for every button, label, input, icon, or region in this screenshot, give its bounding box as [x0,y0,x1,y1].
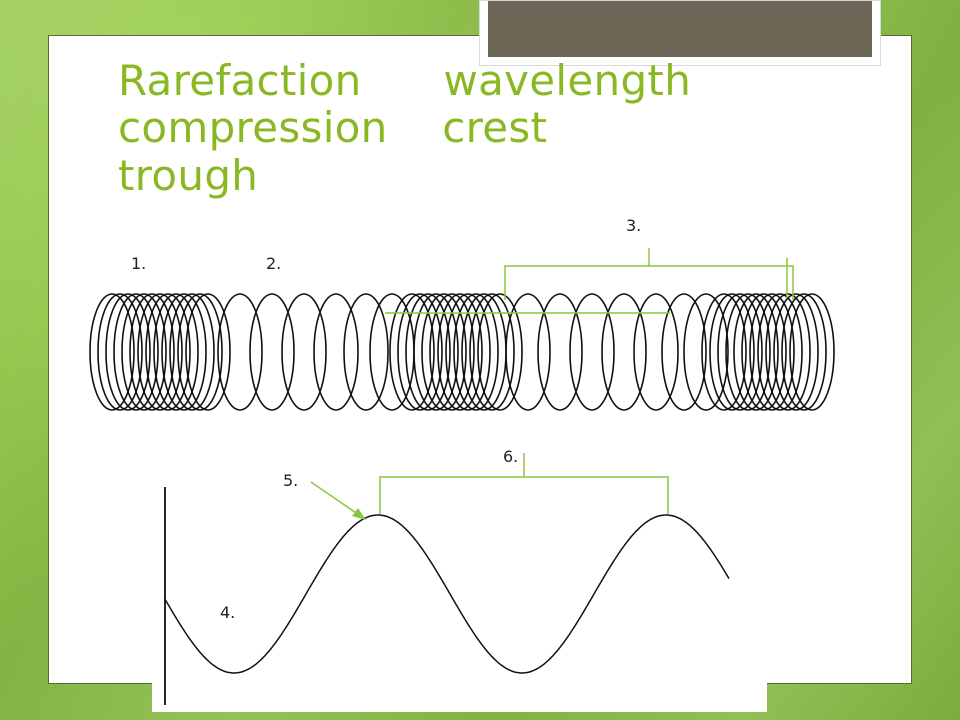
title-line-3: trough [118,150,259,200]
coil-loop [741,293,787,411]
coil-loop [249,293,295,411]
coil-loop [633,293,679,411]
coil-loop [89,293,135,411]
label-4: 4. [220,603,236,622]
coil-loop [161,293,207,411]
coil-loop [661,293,707,411]
coil-loop [429,293,475,411]
coil-loop [445,293,491,411]
title-line-1: Rarefaction wavelength [118,56,692,105]
coil-loop [709,293,755,411]
label-1: 1. [131,254,147,273]
coil-loop [137,293,183,411]
coil-loop [185,293,231,411]
label-2: 2. [266,254,282,273]
coil-loop [421,293,467,411]
coil-loop [701,293,747,411]
coil-loop [477,293,523,411]
coil-loop [113,293,159,411]
coil-loop [437,293,483,411]
coil-loop [169,293,215,411]
bracket-6 [379,453,669,514]
wave-curve [164,514,730,674]
coil-loop [405,293,451,411]
coil-loops [89,293,835,411]
coil-loop [129,293,175,411]
coil-loop [397,293,443,411]
coil-loop [217,293,263,411]
coil-loop [153,293,199,411]
coil-loop [313,293,359,411]
coil-loop [749,293,795,411]
label-5: 5. [283,471,299,490]
coil-loop [789,293,835,411]
coil-loop [725,293,771,411]
coil-loop [781,293,827,411]
coil-loop [343,293,389,411]
bracket-3 [504,248,794,300]
coil-loop [537,293,583,411]
coil-loop [569,293,615,411]
coil-loop [281,293,327,411]
label-6: 6. [503,447,519,466]
title-plaque [479,0,881,66]
coil-loop [389,293,435,411]
coil-loop [177,293,223,411]
coil-loop [145,293,191,411]
coil-loop [105,293,151,411]
coil-loop [505,293,551,411]
coil-loop [97,293,143,411]
coil-loop [733,293,779,411]
coil-loop [717,293,763,411]
coil-loop [453,293,499,411]
coil-loop [765,293,811,411]
coil-loop [773,293,819,411]
coil-loop [121,293,167,411]
coil-loop [601,293,647,411]
coil-loop [469,293,515,411]
coil-loop [413,293,459,411]
title-line-2: compression crest [118,103,548,153]
label-3: 3. [626,216,642,235]
slide-title: Rarefaction wavelength compression crest… [118,56,938,200]
wave-graph-box [152,480,767,712]
coil-loop [757,293,803,411]
arrow-5 [310,481,366,520]
title-plaque-fill [488,1,872,57]
coil-loop [683,293,729,411]
